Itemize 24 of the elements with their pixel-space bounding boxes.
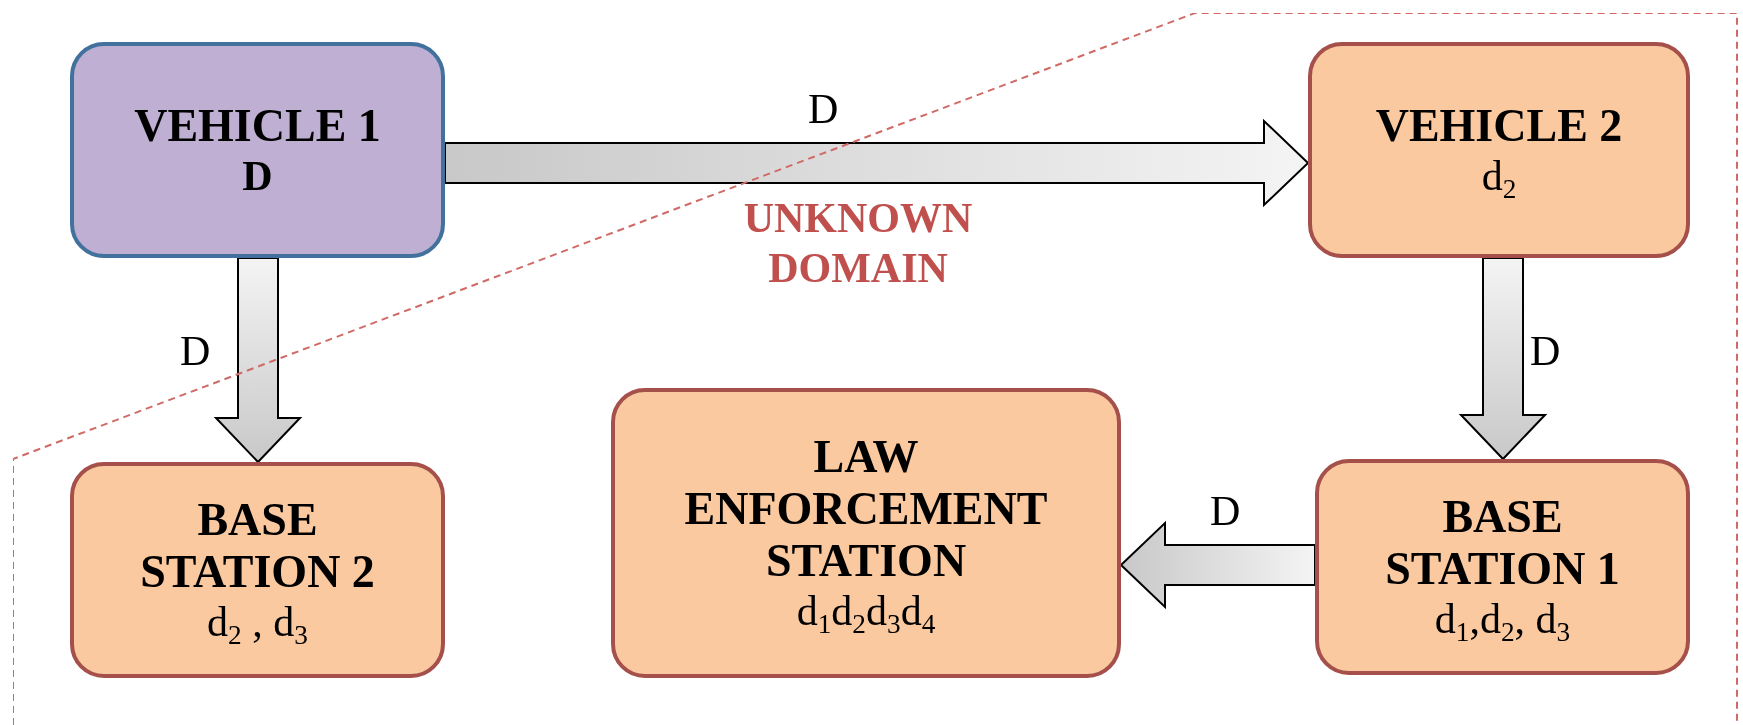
node-title: VEHICLE 1: [134, 99, 381, 152]
data-label: d$_{2}$: [1481, 151, 1517, 201]
edge-label: D: [180, 330, 211, 372]
data-label: D: [242, 151, 273, 201]
node-title: VEHICLE 2: [1375, 99, 1623, 152]
block-arrow: [444, 118, 1310, 208]
data-label: d$_{2}$ , d$_{3}$: [207, 597, 308, 647]
region-label: UNKNOWN DOMAIN: [742, 194, 974, 294]
base-station-box: [1315, 459, 1690, 675]
node-title: BASE STATION 2: [139, 493, 376, 598]
base-station-box: [70, 462, 445, 678]
data-label: d$_{1}$,d$_{2}$, d$_{3}$: [1434, 594, 1571, 644]
block-arrow: [1119, 520, 1316, 610]
node-title: LAW ENFORCEMENT STATION: [683, 430, 1049, 587]
block-arrow: [213, 257, 303, 464]
node-title: BASE STATION 1: [1384, 490, 1621, 595]
domain-region: [13, 13, 1738, 725]
vehicle-box: [1308, 42, 1690, 258]
block-arrow: [1458, 257, 1548, 461]
law-enforcement-station-box: [611, 388, 1121, 678]
edge-label: D: [1210, 490, 1241, 532]
data-label: d$_{1}$d$_{2}$d$_{3}$d$_{4}$: [796, 586, 936, 636]
edge-label: D: [1530, 330, 1561, 372]
edge-label: D: [808, 88, 839, 130]
